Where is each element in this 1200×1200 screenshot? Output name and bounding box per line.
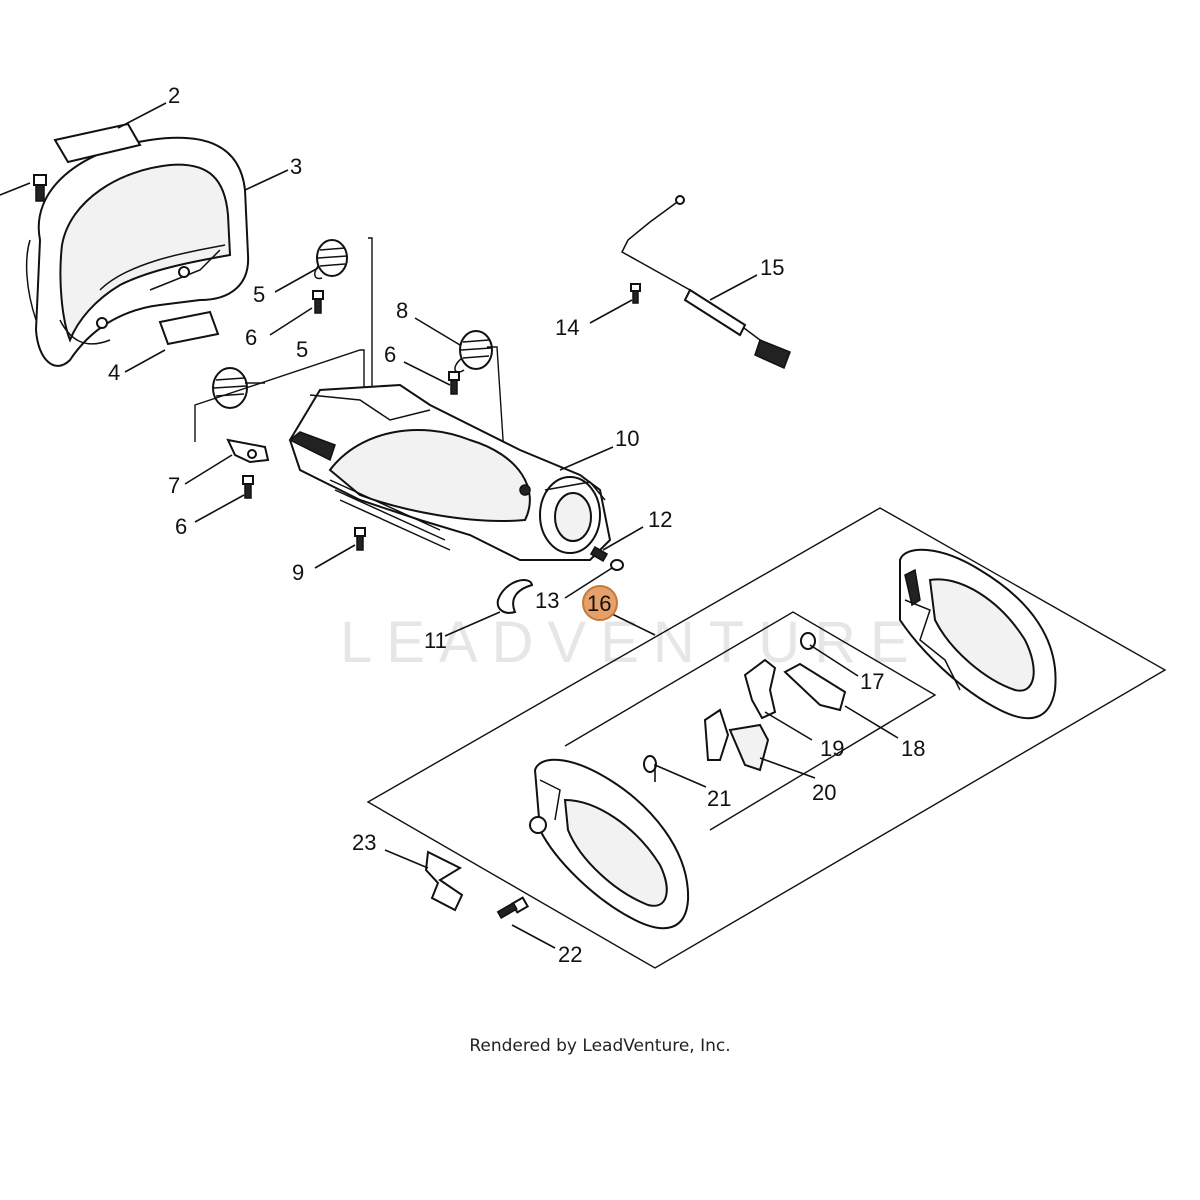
handle-half-left[interactable]	[529, 758, 690, 930]
callout-19[interactable]: 19	[820, 736, 844, 761]
callout-7[interactable]: 7	[168, 473, 180, 498]
callout-15[interactable]: 15	[760, 255, 784, 280]
pin-13	[610, 559, 624, 571]
handle-half-right[interactable]	[899, 548, 1057, 720]
label-23	[424, 850, 464, 912]
bolt-9	[354, 527, 366, 551]
callout-13[interactable]: 13	[535, 588, 559, 613]
bolt-6-lower	[242, 475, 254, 499]
spring-21	[643, 755, 657, 773]
callout-8[interactable]: 8	[396, 298, 408, 323]
callout-3[interactable]: 3	[290, 154, 302, 179]
spring-12	[589, 546, 609, 562]
spring-17	[800, 632, 816, 650]
bolt-6-upper	[312, 290, 324, 314]
throttle-cable	[621, 195, 791, 370]
callout-11[interactable]: 11	[424, 628, 447, 653]
callout-18[interactable]: 18	[901, 736, 925, 761]
highlight-marker[interactable]	[582, 585, 618, 621]
callout-16[interactable]: 16	[587, 591, 611, 616]
callout-4[interactable]: 4	[108, 360, 120, 385]
callout-22[interactable]: 22	[558, 942, 582, 967]
plate-7	[226, 438, 270, 464]
front-handle[interactable]	[25, 136, 250, 367]
callout-9[interactable]: 9	[292, 560, 304, 585]
footer-credit: Rendered by LeadVenture, Inc.	[469, 1036, 731, 1056]
callout-5-lower[interactable]: 5	[296, 337, 308, 362]
callout-6-upper[interactable]: 6	[245, 325, 257, 350]
decal-4	[158, 310, 220, 346]
callout-14[interactable]: 14	[555, 315, 579, 340]
rear-handle-body[interactable]	[288, 383, 612, 561]
spring-8	[454, 330, 493, 373]
decal-2	[53, 122, 142, 164]
screw-22	[496, 896, 530, 919]
callout-21[interactable]: 21	[707, 786, 731, 811]
spring-5-lower	[212, 367, 248, 409]
callout-17[interactable]: 17	[860, 669, 884, 694]
lock-19	[743, 658, 777, 720]
callout-5-upper[interactable]: 5	[253, 282, 265, 307]
screw-icon	[33, 174, 47, 202]
callout-10[interactable]: 10	[615, 426, 639, 451]
callout-12[interactable]: 12	[648, 507, 672, 532]
spring-5-upper	[314, 239, 348, 280]
lever-18	[783, 662, 847, 712]
callout-20[interactable]: 20	[812, 780, 836, 805]
clip-11	[496, 579, 534, 614]
trigger-20	[703, 708, 770, 772]
bolt-6-middle	[448, 371, 460, 395]
callout-23[interactable]: 23	[352, 830, 376, 855]
callout-6-lower[interactable]: 6	[175, 514, 187, 539]
callout-2[interactable]: 2	[168, 83, 180, 108]
bolt-14	[630, 283, 641, 304]
callout-6-middle[interactable]: 6	[384, 342, 396, 367]
